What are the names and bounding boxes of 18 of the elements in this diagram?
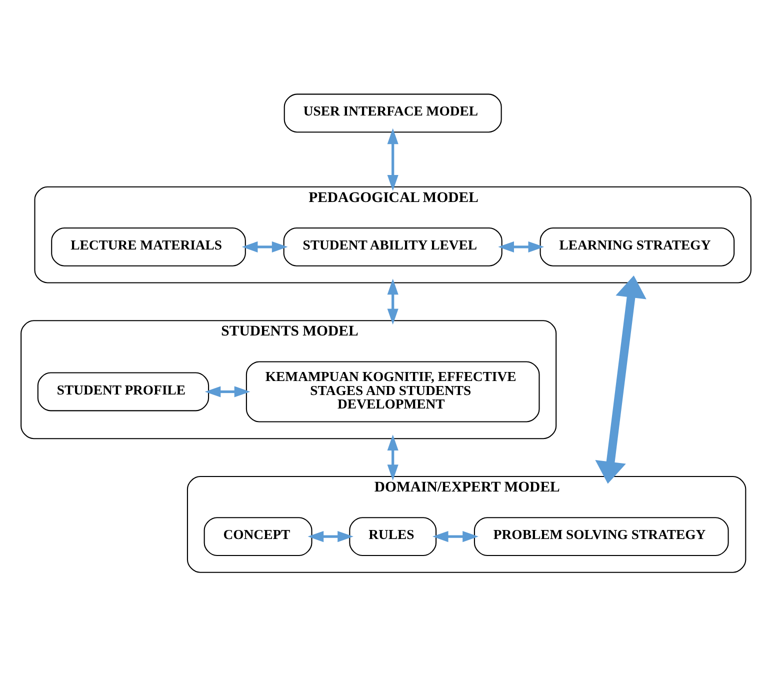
arrow bbox=[498, 241, 544, 252]
arrow bbox=[387, 278, 398, 325]
node-box: USER INTERFACE MODEL bbox=[284, 94, 502, 133]
node-box: RULES bbox=[349, 517, 437, 556]
arrow bbox=[308, 531, 354, 542]
node-box: PROBLEM SOLVING STRATEGY bbox=[474, 517, 729, 556]
node-box: LEARNING STRATEGY bbox=[540, 227, 735, 266]
arrow bbox=[204, 386, 250, 398]
node-box: CONCEPT bbox=[204, 517, 312, 556]
node-box: LECTURE MATERIALS bbox=[51, 227, 246, 266]
arrow bbox=[432, 531, 478, 542]
node-box: KEMAMPUAN KOGNITIF, EFFECTIVE STAGES AND STUDENTS DEVELOPMENT bbox=[246, 361, 540, 422]
arrow bbox=[387, 128, 398, 191]
arrow bbox=[242, 241, 288, 252]
arrow bbox=[387, 434, 398, 480]
node-box: STUDENT ABILITY LEVEL bbox=[283, 227, 502, 266]
arrow bbox=[595, 275, 646, 484]
node-box: STUDENT PROFILE bbox=[37, 372, 210, 412]
